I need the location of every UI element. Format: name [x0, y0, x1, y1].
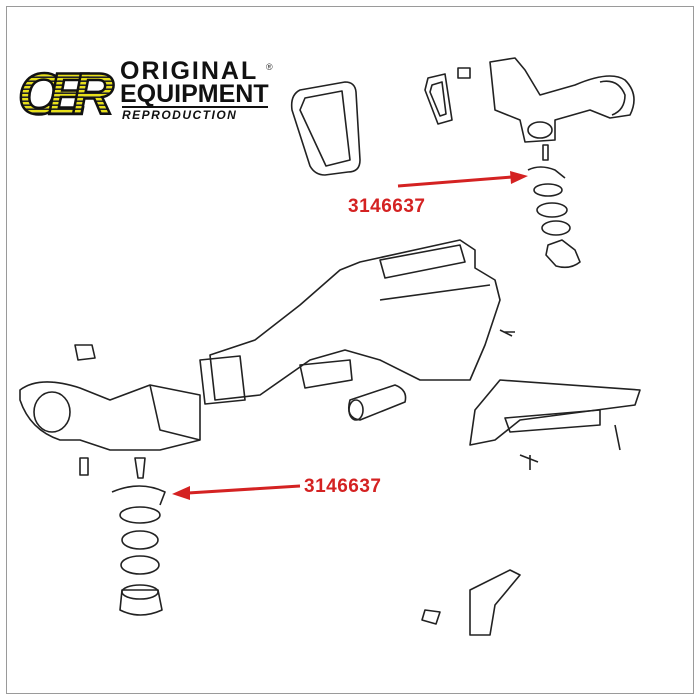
logo-text-reproduction: REPRODUCTION — [122, 108, 238, 122]
callout-arrow-lower — [187, 484, 301, 495]
callout-arrows — [172, 171, 528, 500]
lower-fastener-stack — [79, 457, 166, 616]
screw — [499, 329, 515, 337]
registered-mark: ® — [266, 62, 273, 72]
small-gasket — [424, 67, 471, 125]
lower-bracket — [421, 569, 521, 636]
cylinder-filter — [347, 384, 407, 421]
upper-fastener-stack — [527, 144, 581, 269]
control-panel-bracket — [469, 379, 641, 470]
part-number-label-lower: 3146637 — [304, 476, 382, 497]
gasket-frame — [290, 81, 361, 176]
upper-vent-housing — [489, 57, 635, 143]
callout-arrow-upper — [397, 175, 513, 188]
part-number-label-upper: 3146637 — [348, 196, 426, 217]
clip — [74, 344, 96, 361]
svg-text:OER: OER — [18, 62, 114, 120]
logo-text-equipment: EQUIPMENT — [120, 80, 269, 108]
logo-rule — [122, 106, 268, 108]
left-vent-duct — [19, 381, 201, 451]
diagram-frame — [6, 6, 694, 694]
main-heater-duct — [199, 239, 501, 405]
logo-text-original: ORIGINAL — [120, 57, 259, 85]
oer-logo-mark: OER — [17, 62, 116, 120]
